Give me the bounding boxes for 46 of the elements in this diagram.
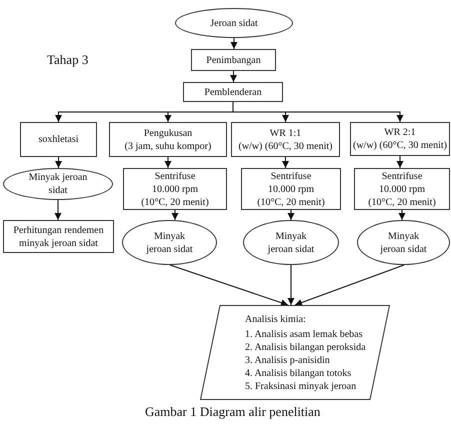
process-box bbox=[20, 122, 97, 157]
node-label: WR 1:1 (w/w) (60°C, 30 menit) bbox=[238, 126, 332, 152]
data-parallelogram bbox=[200, 305, 390, 400]
process-box bbox=[123, 168, 227, 210]
arrow bbox=[294, 264, 404, 306]
node-label: Minyak jeroan sidat bbox=[268, 230, 314, 256]
list-item: 4. Analisis bilangan totoks bbox=[245, 366, 352, 380]
arrow bbox=[230, 38, 238, 50]
node-label: Sentrifuse 10.000 rpm (10°C, 20 menit) bbox=[368, 170, 436, 208]
arrow bbox=[164, 156, 172, 168]
list-item: 1. Analisis asam lemak bebas bbox=[245, 328, 362, 340]
node-label: soxhletasi bbox=[38, 133, 78, 146]
node-label: Perhitungan rendemen minyak jeroan sidat bbox=[13, 224, 104, 250]
node-label: Pengukusan (3 jam, suhu kompor) bbox=[124, 126, 212, 152]
node-label: Minyak jeroan sidat bbox=[380, 230, 427, 256]
node-label: Sentrifuse 10.000 rpm (10°C, 20 menit) bbox=[141, 170, 209, 208]
arrow bbox=[54, 200, 62, 220]
process-box bbox=[183, 82, 283, 102]
node-label: Penimbangan bbox=[206, 54, 261, 66]
process-box bbox=[231, 122, 340, 157]
list-heading: Analisis kimia: bbox=[245, 312, 306, 326]
arrow bbox=[288, 210, 294, 220]
figure-caption: Gambar 1 Diagram alir penelitian bbox=[145, 404, 320, 420]
list-item: 2. Analisis bilangan peroksida bbox=[245, 340, 366, 354]
process-box bbox=[354, 168, 450, 210]
process-box bbox=[191, 49, 276, 71]
node-label: Jeroan sidat bbox=[210, 16, 258, 30]
arrow bbox=[232, 102, 404, 122]
list-item: 3. Analisis p-anisidin bbox=[245, 354, 330, 366]
arrow bbox=[230, 70, 237, 82]
node-label: Sentrifuse 10.000 rpm (10°C, 20 menit) bbox=[257, 170, 325, 208]
list-item: 5. Fraksinasi minyak jeroan bbox=[245, 380, 356, 392]
arrow bbox=[172, 210, 178, 220]
process-box bbox=[3, 220, 114, 253]
arrow bbox=[396, 156, 404, 168]
process-box bbox=[241, 168, 341, 210]
node-label: Pemblenderan bbox=[204, 86, 262, 98]
node-label: Minyak jeroan sidat bbox=[28, 171, 88, 197]
stage-label: Tahap 3 bbox=[47, 52, 88, 68]
arrow bbox=[398, 210, 406, 220]
arrow bbox=[55, 156, 62, 168]
process-box bbox=[109, 122, 227, 157]
node-label: Minyak jeroan sidat bbox=[146, 230, 193, 256]
node-label: WR 2:1 (w/w) (60°C, 30 menit) bbox=[353, 126, 447, 152]
arrow bbox=[282, 156, 289, 168]
arrow bbox=[288, 264, 294, 306]
